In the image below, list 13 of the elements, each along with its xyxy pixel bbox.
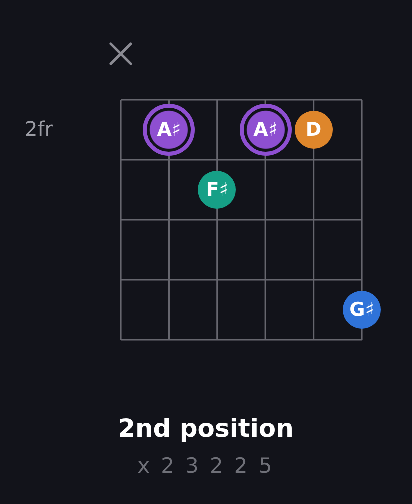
note-name: A♯	[157, 120, 182, 140]
position-caption: 2nd position	[118, 416, 294, 442]
note-dot	[294, 111, 333, 149]
fret-number: 2fr	[25, 119, 53, 139]
note-name: G♯	[350, 300, 374, 320]
root-note-dot	[240, 104, 292, 156]
note-dot	[198, 171, 236, 209]
note-name: F♯	[206, 180, 228, 200]
note-name: D	[306, 120, 322, 140]
root-note-dot	[143, 104, 196, 156]
note-name: A♯	[254, 120, 278, 140]
note-dot	[343, 291, 381, 329]
fingering-label: x 2 3 2 2 5	[138, 456, 274, 478]
